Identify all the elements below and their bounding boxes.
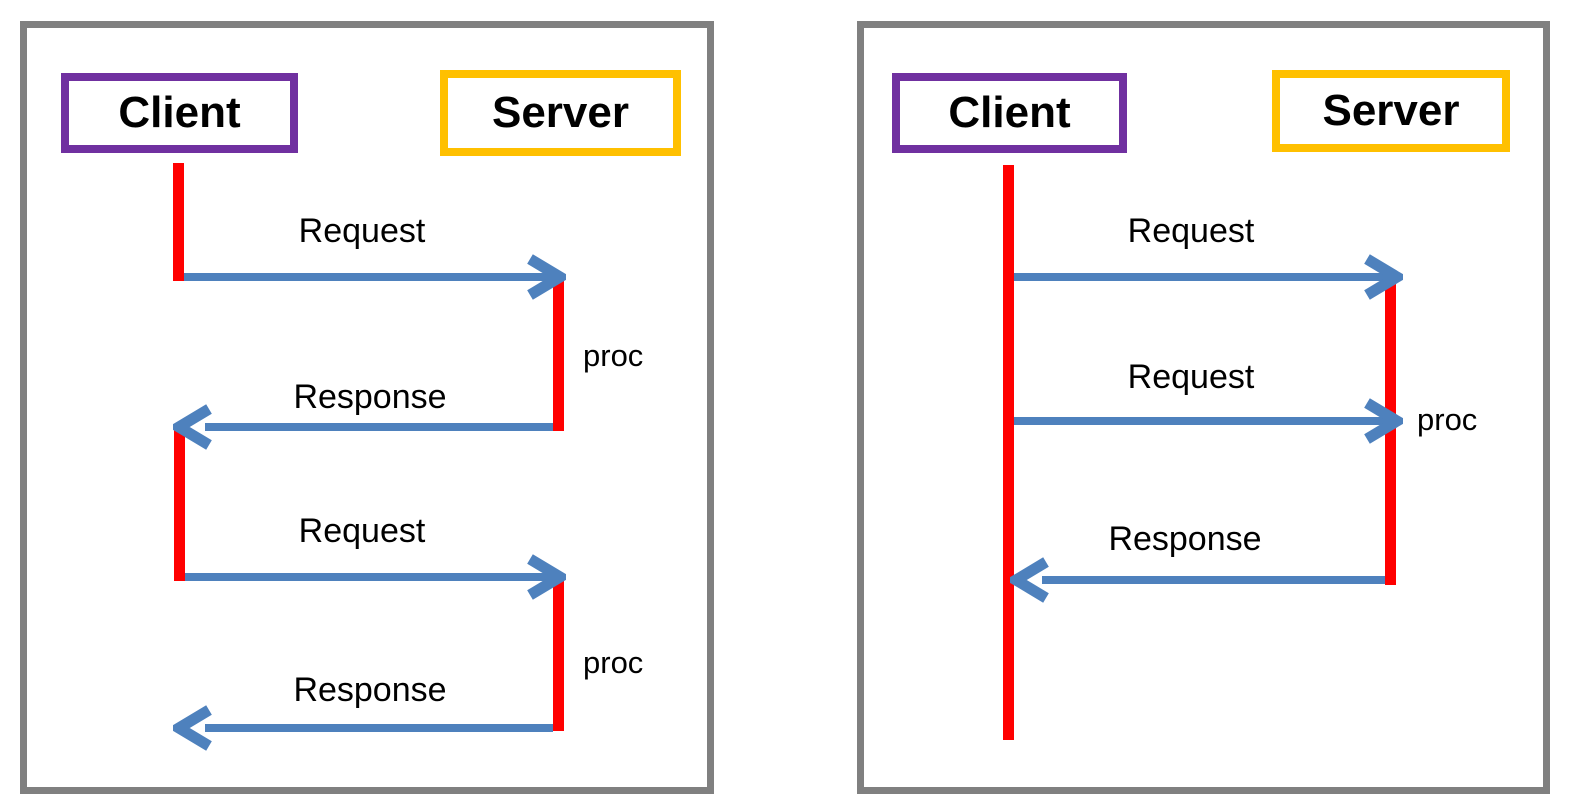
arrow-shaft	[1014, 273, 1391, 281]
client-activation-bar	[174, 427, 185, 581]
server-activation-bar	[553, 577, 564, 731]
server-actor-box: Server	[440, 70, 681, 156]
client-actor-label: Client	[118, 88, 241, 137]
arrow-shaft	[1042, 576, 1385, 584]
arrow-shaft	[185, 573, 554, 581]
arrowhead-left-icon	[1010, 557, 1049, 603]
message-label: Request	[1127, 212, 1255, 250]
client-actor-label: Client	[948, 88, 1071, 137]
server-actor-box: Server	[1272, 70, 1510, 152]
message-label: Request	[1127, 358, 1255, 396]
sequence-panel-left: Client Server Request proc Response Requ…	[20, 21, 714, 794]
message-label: Request	[298, 212, 426, 250]
server-activation-bar	[553, 277, 564, 431]
arrow-shaft	[205, 423, 553, 431]
proc-label: proc	[1417, 402, 1478, 437]
arrowhead-left-icon	[173, 705, 212, 751]
message-label: Response	[293, 671, 447, 709]
arrow-shaft	[184, 273, 554, 281]
sequence-panel-right: Client Server Request Request proc Respo…	[857, 21, 1550, 794]
client-activation-bar	[173, 163, 184, 281]
arrow-shaft	[205, 724, 553, 732]
message-label: Request	[298, 512, 426, 550]
arrowhead-right-icon	[1364, 398, 1403, 444]
message-label: Response	[1108, 520, 1262, 558]
client-activation-bar	[1003, 165, 1014, 740]
message-label: Response	[293, 378, 447, 416]
arrow-shaft	[1014, 417, 1391, 425]
server-actor-label: Server	[491, 88, 629, 137]
proc-label: proc	[583, 338, 644, 373]
arrowhead-right-icon	[527, 554, 566, 600]
client-actor-box: Client	[892, 73, 1127, 153]
proc-label: proc	[583, 645, 644, 680]
client-actor-box: Client	[61, 73, 298, 153]
arrowhead-right-icon	[1364, 254, 1403, 300]
arrowhead-left-icon	[173, 404, 212, 450]
server-actor-label: Server	[1322, 86, 1460, 135]
arrowhead-right-icon	[527, 254, 566, 300]
